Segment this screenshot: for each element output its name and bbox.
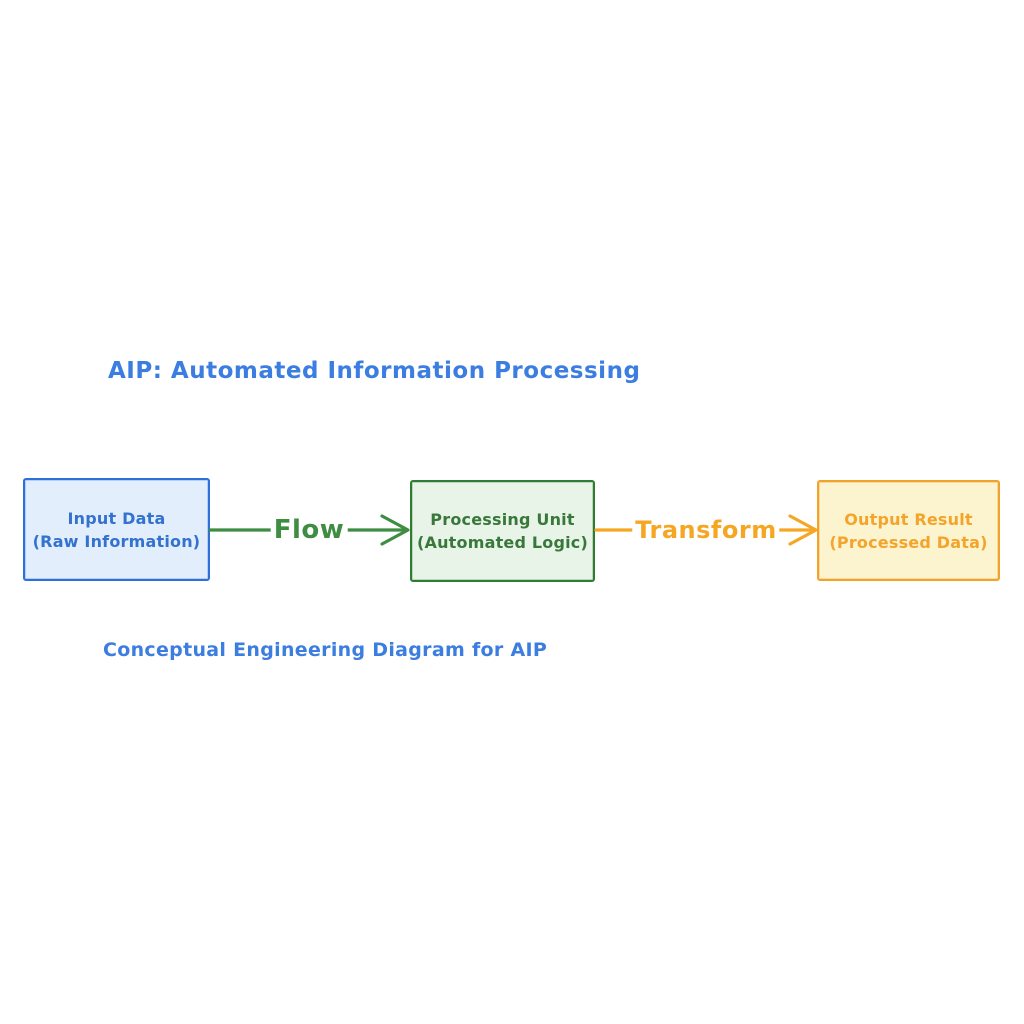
node-input-data-line2: (Raw Information) bbox=[32, 531, 201, 551]
diagram-caption: Conceptual Engineering Diagram for AIP bbox=[103, 639, 548, 661]
node-input-data: Input Data (Raw Information) bbox=[23, 478, 210, 581]
diagram-title: AIP: Automated Information Processing bbox=[108, 358, 641, 384]
node-output-result-line2: (Processed Data) bbox=[829, 532, 988, 552]
node-processing-unit: Processing Unit (Automated Logic) bbox=[410, 480, 595, 582]
transform-arrowhead-icon bbox=[788, 514, 818, 546]
edge-transform-label: Transform bbox=[632, 516, 780, 544]
node-processing-unit-line2: (Automated Logic) bbox=[416, 533, 589, 552]
node-output-result-line1: Output Result bbox=[844, 509, 973, 529]
edge-flow-label: Flow bbox=[270, 515, 348, 545]
node-output-result: Output Result (Processed Data) bbox=[817, 480, 1000, 581]
flow-arrowhead-icon bbox=[380, 514, 410, 546]
node-processing-unit-line1: Processing Unit bbox=[430, 510, 575, 529]
node-input-data-line1: Input Data bbox=[67, 508, 166, 528]
